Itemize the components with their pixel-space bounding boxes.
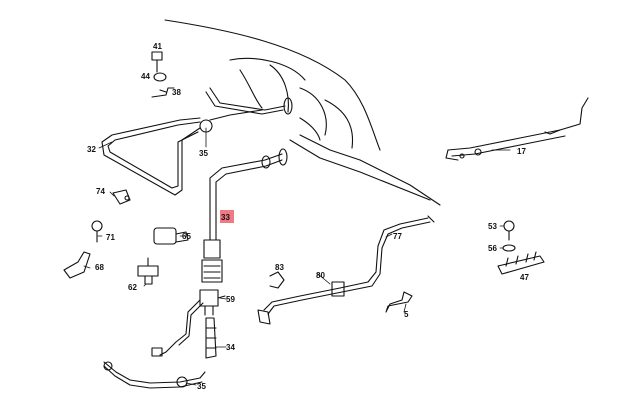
label-83: 83 <box>275 263 284 272</box>
part-labels: 41 44 38 32 35 17 74 65 71 68 62 33 53 5… <box>87 42 529 391</box>
label-59: 59 <box>226 295 235 304</box>
part-65-switch <box>153 227 189 245</box>
label-77: 77 <box>393 232 402 241</box>
part-34-sender <box>205 317 217 359</box>
dashboard-outline <box>164 19 441 206</box>
label-38: 38 <box>172 88 181 97</box>
part-53-bolt <box>503 220 515 241</box>
label-47: 47 <box>520 273 529 282</box>
part-71-bolt <box>91 220 103 243</box>
label-74: 74 <box>96 187 105 196</box>
label-62: 62 <box>128 283 137 292</box>
part-74-bracket <box>112 189 131 205</box>
cable-77-80 <box>257 215 435 325</box>
label-5: 5 <box>404 310 409 319</box>
label-80: 80 <box>316 271 325 280</box>
label-35-lower: 35 <box>197 382 206 391</box>
cable-32 <box>101 87 293 196</box>
label-65: 65 <box>182 232 191 241</box>
label-56: 56 <box>488 244 497 253</box>
part-68-bracket <box>63 251 91 279</box>
cable-33 <box>201 148 288 283</box>
part-41-bolt <box>151 51 163 73</box>
label-53: 53 <box>488 222 497 231</box>
part-59-junction <box>199 289 226 316</box>
part-47-block <box>497 251 545 275</box>
part-83-clip <box>269 271 285 289</box>
part-38-clip <box>151 87 175 98</box>
part-56-washer <box>502 244 516 252</box>
label-68: 68 <box>95 263 104 272</box>
label-35-upper: 35 <box>199 149 208 158</box>
label-33: 33 <box>221 213 230 222</box>
label-17: 17 <box>517 147 526 156</box>
label-34: 34 <box>226 343 235 352</box>
part-17-bracket <box>445 97 589 161</box>
label-32: 32 <box>87 145 96 154</box>
wire-lower <box>103 299 206 389</box>
label-41: 41 <box>153 42 162 51</box>
leader-lines <box>83 127 511 386</box>
part-33-highlight <box>220 210 234 223</box>
part-44-washer <box>153 72 167 82</box>
label-71: 71 <box>106 233 115 242</box>
part-5-bracket <box>385 291 413 313</box>
part-62-sensor <box>137 257 159 285</box>
label-44: 44 <box>141 72 150 81</box>
